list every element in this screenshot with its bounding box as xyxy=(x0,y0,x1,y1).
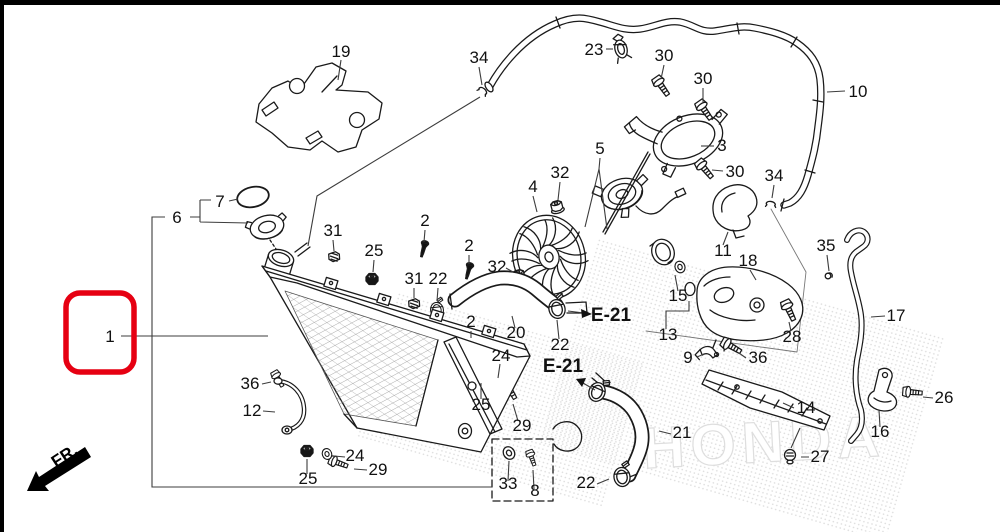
guard-plate-14-drawing xyxy=(701,369,831,431)
part-callout-5[interactable]: 5 xyxy=(595,139,604,158)
fr-label: FR. xyxy=(48,441,81,472)
part-callout-15[interactable]: 15 xyxy=(669,286,688,305)
part-callout-36[interactable]: 36 xyxy=(241,374,260,393)
o-ring-7-drawing xyxy=(236,185,270,209)
part-callout-34[interactable]: 34 xyxy=(470,48,489,67)
part-callout-22[interactable]: 22 xyxy=(429,269,448,288)
selected-part-highlight[interactable] xyxy=(63,290,137,375)
part-callout-32[interactable]: 32 xyxy=(551,163,570,182)
hose-clamp-23-drawing xyxy=(612,33,633,65)
part-callout-29[interactable]: 29 xyxy=(513,416,532,435)
part-callout-21[interactable]: 21 xyxy=(673,423,692,442)
leader-lines xyxy=(121,48,934,490)
stay-12-drawing xyxy=(273,377,307,435)
part-callout-2[interactable]: 2 xyxy=(464,236,473,255)
page-frame-top xyxy=(0,0,1000,5)
part-callout-22[interactable]: 22 xyxy=(577,473,596,492)
part-callout-19[interactable]: 19 xyxy=(332,42,351,61)
part-callout-2[interactable]: 2 xyxy=(420,211,429,230)
front-direction-indicator: FR. xyxy=(27,441,91,491)
parts-group-box xyxy=(491,438,554,502)
part-callout-E-21[interactable]: E-21 xyxy=(591,305,632,326)
part-callout-18[interactable]: 18 xyxy=(739,251,758,270)
radiator-cap-6-drawing xyxy=(244,212,287,240)
mount-bracket-19-drawing xyxy=(255,62,383,153)
part-callout-31[interactable]: 31 xyxy=(405,269,424,288)
radiator-1-drawing xyxy=(261,242,583,453)
clip-35-drawing xyxy=(824,272,833,280)
part-callout-34[interactable]: 34 xyxy=(765,166,784,185)
roller-15-drawing xyxy=(649,238,688,275)
part-callout-24[interactable]: 24 xyxy=(346,446,365,465)
watermark-text: HONDA xyxy=(641,404,887,482)
part-callout-24[interactable]: 24 xyxy=(492,346,511,365)
part-callout-25[interactable]: 25 xyxy=(365,241,384,260)
part-callout-30[interactable]: 30 xyxy=(655,46,674,65)
part-callout-27[interactable]: 27 xyxy=(811,447,830,466)
front-arrow-icon xyxy=(27,447,91,491)
part-callout-26[interactable]: 26 xyxy=(935,388,954,407)
joint-9-drawing xyxy=(694,345,720,361)
part-callout-3[interactable]: 3 xyxy=(717,136,726,155)
part-callout-9[interactable]: 9 xyxy=(683,348,692,367)
bolt-2a-drawing xyxy=(417,239,430,259)
part-callout-35[interactable]: 35 xyxy=(817,236,836,255)
part-callout-11[interactable]: 11 xyxy=(714,241,732,260)
part-callout-32[interactable]: 32 xyxy=(488,257,507,276)
part-callout-7[interactable]: 7 xyxy=(215,192,224,211)
bolt-27-drawing xyxy=(783,448,797,465)
part-callout-29[interactable]: 29 xyxy=(369,460,388,479)
part-callout-23[interactable]: 23 xyxy=(585,40,604,59)
part-callout-20[interactable]: 20 xyxy=(507,323,526,342)
nut-25a-drawing xyxy=(365,272,379,286)
water-hose-20-drawing xyxy=(447,270,588,314)
part-callout-36[interactable]: 36 xyxy=(749,348,768,367)
overflow-pipe-17-drawing xyxy=(844,227,871,444)
nut-25c-drawing xyxy=(300,444,314,458)
part-callout-17[interactable]: 17 xyxy=(887,306,906,325)
part-callout-31[interactable]: 31 xyxy=(324,221,343,240)
part-callout-25[interactable]: 25 xyxy=(299,469,318,488)
part-callout-12[interactable]: 12 xyxy=(243,401,262,420)
part-callout-8[interactable]: 8 xyxy=(530,481,539,500)
bolt-2b-drawing xyxy=(462,261,475,281)
stay-16-drawing xyxy=(867,367,898,412)
part-callout-22[interactable]: 22 xyxy=(551,335,570,354)
water-pump-18-drawing xyxy=(591,266,804,389)
fan-shroud-3-drawing xyxy=(623,108,728,178)
part-callout-14[interactable]: 14 xyxy=(797,398,816,417)
part-callout-28[interactable]: 28 xyxy=(783,327,802,346)
part-callout-25[interactable]: 25 xyxy=(472,395,491,414)
part-callout-33[interactable]: 33 xyxy=(499,474,518,493)
part-callout-2[interactable]: 2 xyxy=(466,312,475,331)
part-callout-30[interactable]: 30 xyxy=(726,162,745,181)
flange-nut-32a-drawing xyxy=(548,198,566,216)
part-callout-10[interactable]: 10 xyxy=(849,82,868,101)
part-callout-6[interactable]: 6 xyxy=(172,208,181,227)
cover-11-drawing xyxy=(712,184,758,239)
tube-clip-34b-drawing xyxy=(764,200,778,209)
part-callout-13[interactable]: 13 xyxy=(659,325,678,344)
clip-31a-drawing xyxy=(326,250,342,265)
siphon-hose-10-drawing xyxy=(484,14,825,212)
part-callout-1[interactable]: 1 xyxy=(105,327,114,346)
part-callout-E-21[interactable]: E-21 xyxy=(543,356,584,377)
part-callout-4[interactable]: 4 xyxy=(528,177,537,196)
part-callout-16[interactable]: 16 xyxy=(871,422,890,441)
part-callout-30[interactable]: 30 xyxy=(694,69,713,88)
page-frame-left xyxy=(0,0,4,532)
